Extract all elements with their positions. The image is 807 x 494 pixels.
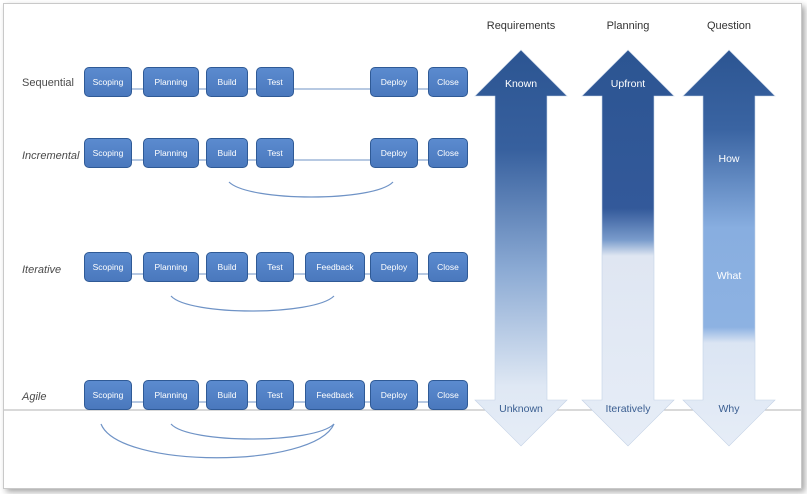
diagram-canvas [4, 49, 801, 459]
process-step: Deploy [370, 252, 418, 282]
question-what-label: What [716, 270, 742, 282]
process-step: Scoping [84, 252, 132, 282]
iterative-loop [170, 295, 335, 312]
question-arrow [682, 49, 776, 447]
process-step: Test [256, 252, 294, 282]
column-heading-question: Question [706, 20, 752, 32]
planning-top-label: Upfront [610, 78, 646, 90]
process-step: Planning [143, 380, 199, 410]
agile-loop-outer [100, 423, 335, 459]
row-label-sequential: Sequential [22, 77, 74, 89]
process-step: Close [428, 67, 468, 97]
process-step: Planning [143, 138, 199, 168]
process-step: Deploy [370, 380, 418, 410]
process-step: Test [256, 138, 294, 168]
process-step: Test [256, 67, 294, 97]
process-step: Planning [143, 252, 199, 282]
incremental-loop [228, 181, 394, 198]
process-step: Feedback [305, 252, 365, 282]
question-how-label: How [718, 153, 740, 165]
column-heading-planning: Planning [606, 20, 650, 32]
process-step: Build [206, 380, 248, 410]
row-label-incremental: Incremental [22, 150, 80, 162]
process-step: Deploy [370, 67, 418, 97]
planning-bottom-label: Iteratively [605, 403, 651, 415]
process-step: Close [428, 252, 468, 282]
process-step: Feedback [305, 380, 365, 410]
requirements-arrow [474, 49, 568, 447]
process-step: Deploy [370, 138, 418, 168]
process-step: Scoping [84, 380, 132, 410]
process-step: Close [428, 138, 468, 168]
requirements-bottom-label: Unknown [499, 403, 543, 415]
requirements-top-label: Known [504, 78, 538, 90]
column-heading-requirements: Requirements [486, 20, 556, 32]
process-step: Build [206, 138, 248, 168]
process-step: Scoping [84, 138, 132, 168]
agile-loop-inner [170, 423, 335, 440]
diagram-frame: Sequential Incremental Iterative Agile S… [3, 3, 802, 489]
row-label-agile: Agile [22, 391, 47, 403]
process-step: Build [206, 252, 248, 282]
process-step: Planning [143, 67, 199, 97]
question-bottom-label: Why [718, 403, 740, 415]
process-step: Build [206, 67, 248, 97]
row-label-iterative: Iterative [22, 264, 62, 276]
planning-arrow [581, 49, 675, 447]
process-step: Close [428, 380, 468, 410]
process-step: Scoping [84, 67, 132, 97]
process-step: Test [256, 380, 294, 410]
